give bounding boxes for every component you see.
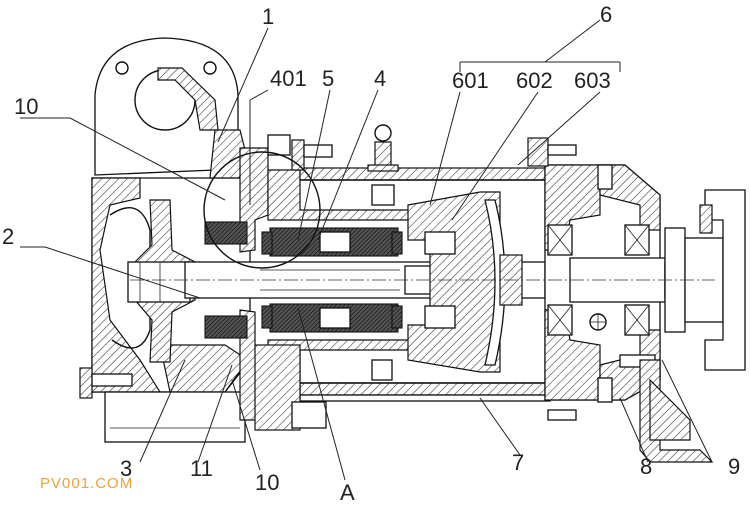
detail-circle	[203, 151, 321, 269]
label-3: 3	[120, 456, 132, 481]
label-601: 601	[452, 68, 489, 93]
label-A: A	[340, 480, 355, 505]
leader-lines	[20, 27, 713, 481]
label-7: 7	[512, 450, 524, 475]
label-5: 5	[322, 66, 334, 91]
label-11: 11	[190, 456, 213, 481]
label-4: 4	[374, 66, 386, 91]
group-bracket-6	[459, 19, 621, 72]
bracket-housing	[254, 124, 551, 431]
label-9: 9	[728, 454, 740, 479]
label-8: 8	[640, 454, 652, 479]
label-10-bottom: 10	[255, 470, 279, 495]
watermark-text: PV001.COM	[40, 475, 133, 492]
label-1: 1	[262, 4, 274, 29]
label-6: 6	[600, 2, 612, 27]
label-603: 603	[574, 68, 611, 93]
label-10-top: 10	[14, 94, 38, 119]
label-401: 401	[270, 66, 307, 91]
impeller	[127, 199, 196, 363]
motor-flange-support	[619, 189, 746, 463]
label-2: 2	[2, 224, 14, 249]
label-602: 602	[516, 68, 553, 93]
